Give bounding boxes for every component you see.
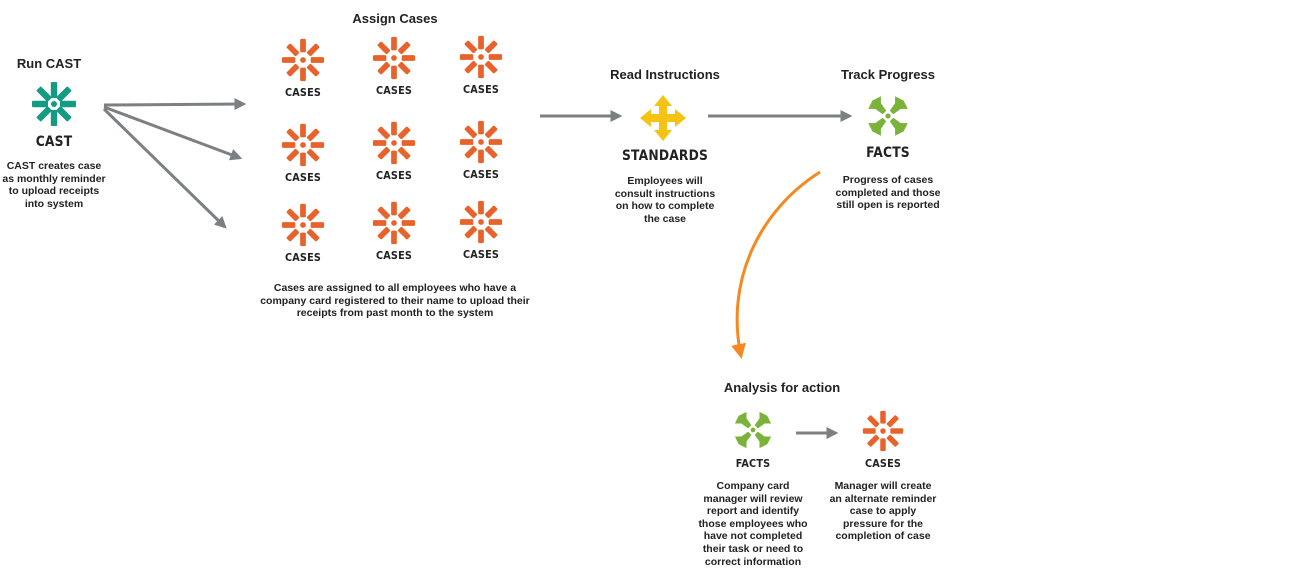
cases-asterisk-icon xyxy=(372,121,416,165)
cases-asterisk-icon xyxy=(281,123,325,167)
track-facts-icon-label: FACTS xyxy=(866,145,910,161)
facts-burst-icon xyxy=(868,96,908,136)
arrow-cast-to-cases-middle xyxy=(103,105,243,161)
cases-icon-label: CASES xyxy=(375,169,413,182)
cases-icon-label: CASES xyxy=(375,84,413,97)
cases-asterisk-icon xyxy=(281,38,325,82)
cases-icon-label: CASES xyxy=(284,86,322,99)
analysis-cases-description: Manager will create an alternate reminde… xyxy=(829,480,937,543)
cases-asterisk-icon xyxy=(372,201,416,245)
cast-icon-label: CAST xyxy=(35,134,73,150)
assign-cases-description: Cases are assigned to all employees who … xyxy=(260,282,530,320)
cases-icon-label: CASES xyxy=(284,251,322,264)
track-progress-title: Track Progress xyxy=(841,67,935,82)
assign-cases-title: Assign Cases xyxy=(352,11,438,26)
run-cast-title: Run CAST xyxy=(16,56,82,71)
cast-asterisk-icon xyxy=(32,82,76,126)
read-instructions-title: Read Instructions xyxy=(610,67,720,82)
analysis-facts-label: FACTS xyxy=(735,457,771,470)
cases-asterisk-icon xyxy=(281,203,325,247)
cases-asterisk-icon xyxy=(372,36,416,80)
cases-asterisk-icon xyxy=(459,120,503,164)
analysis-facts-description: Company card manager will review report … xyxy=(698,480,808,568)
standards-arrows-icon xyxy=(640,95,686,141)
arrow-cast-to-cases-bottom xyxy=(102,107,227,229)
cases-icon-label: CASES xyxy=(462,248,500,261)
cases-asterisk-icon xyxy=(459,35,503,79)
track-progress-description: Progress of cases completed and those st… xyxy=(835,174,941,212)
arrow-facts-to-analysis xyxy=(731,170,821,359)
run-cast-description: CAST creates case as monthly reminder to… xyxy=(2,160,106,210)
analysis-title: Analysis for action xyxy=(723,380,841,395)
cases-icon-label: CASES xyxy=(284,171,322,184)
standards-icon-label: STANDARDS xyxy=(621,148,709,164)
cases-icon-label: CASES xyxy=(462,168,500,181)
analysis-facts-icon xyxy=(734,411,772,449)
cases-icon-label: CASES xyxy=(462,83,500,96)
arrow-cast-to-cases-top xyxy=(103,98,247,111)
cases-icon-label: CASES xyxy=(375,249,413,262)
cases-asterisk-icon xyxy=(459,200,503,244)
analysis-cases-label: CASES xyxy=(864,457,902,470)
analysis-cases-icon xyxy=(862,410,904,452)
read-instructions-description: Employees will consult instructions on h… xyxy=(614,175,716,225)
